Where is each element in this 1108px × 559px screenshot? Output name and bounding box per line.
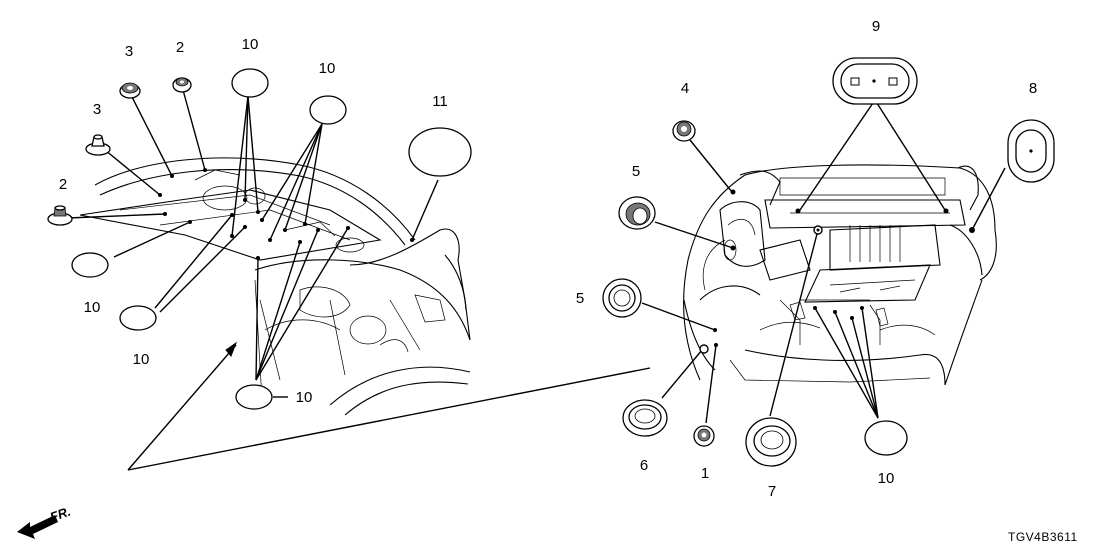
grommet-2-top-icon xyxy=(172,77,192,93)
callout-4: 4 xyxy=(681,80,689,97)
callout-1: 1 xyxy=(701,465,709,482)
callout-11: 11 xyxy=(432,93,448,110)
callout-10-right: 10 xyxy=(878,470,895,487)
callout-10-top-b: 10 xyxy=(319,60,336,77)
callout-5-lower: 5 xyxy=(576,290,584,307)
rear-underbody-view xyxy=(683,164,997,386)
plug-9-oval-icon xyxy=(832,57,918,105)
grommet-3-mid-icon xyxy=(85,134,111,156)
right-leader-lines xyxy=(641,99,1006,424)
grommet-5-upper-icon xyxy=(618,196,656,230)
callout-2-mid: 2 xyxy=(59,176,67,193)
callout-10-bottom: 10 xyxy=(296,389,313,406)
grommet-7-icon xyxy=(745,417,797,467)
left-leader-lines xyxy=(67,89,439,398)
diagram-code: TGV4B3611 xyxy=(1008,530,1078,544)
callout-10-lower: 10 xyxy=(133,351,150,368)
plug-8-oval-icon xyxy=(1007,119,1055,183)
left-mount-points xyxy=(158,168,414,260)
callout-3-top: 3 xyxy=(125,43,133,60)
callout-7: 7 xyxy=(768,483,776,500)
rear-body-view xyxy=(79,157,471,416)
grommet-6-icon xyxy=(622,399,668,437)
right-mount-points xyxy=(699,189,975,354)
grommet-2-mid-icon xyxy=(47,205,73,226)
grommet-4-icon xyxy=(672,120,696,142)
front-direction-icon xyxy=(17,515,58,539)
grommet-3-top-icon xyxy=(119,82,141,99)
seal-10-right-icon xyxy=(864,420,908,456)
callout-5-upper: 5 xyxy=(632,163,640,180)
callout-9: 9 xyxy=(872,18,880,35)
front-marker-label: FR. xyxy=(48,504,73,525)
callout-10-left: 10 xyxy=(84,299,101,316)
location-arrow-icon xyxy=(127,341,651,471)
seal-11-oval-icon xyxy=(408,127,472,177)
seal-10-oval-icon xyxy=(71,68,347,410)
grommet-5-lower-icon xyxy=(602,278,642,318)
callout-8: 8 xyxy=(1029,80,1037,97)
callout-3-mid: 3 xyxy=(93,101,101,118)
callout-6: 6 xyxy=(640,457,648,474)
grommet-1-icon xyxy=(693,425,715,447)
callout-2-top: 2 xyxy=(176,39,184,56)
callout-10-top-a: 10 xyxy=(242,36,259,53)
